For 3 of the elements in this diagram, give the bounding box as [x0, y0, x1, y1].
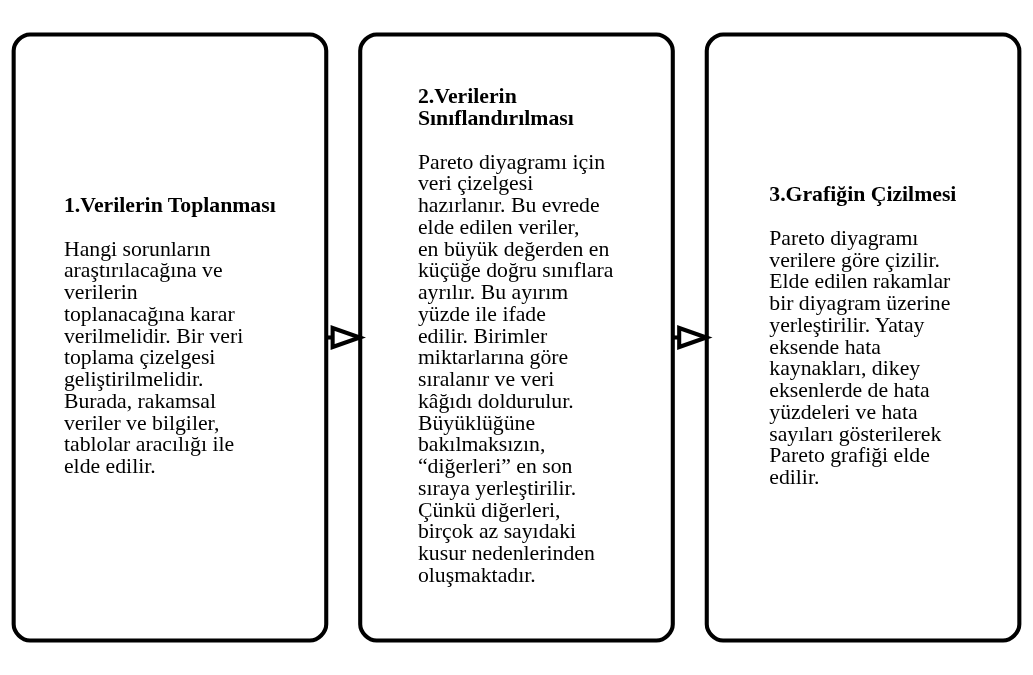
- node-box: 2.Verilerin Sınıflandırılması Pareto diyagramı için veri çizelgesi hazırlanır. Bu evrede elde edilen veriler, en büyük değerden en küçüğe doğru sınıflara ayrılır. Bu ayırım yüzde ile ifade edilir. Birimler miktarlarına göre sıralanır ve veri kâğıdı doldurulur. Büyüklüğüne bakılmaksızın, “diğerleri” en son sıraya yerleştirilir. Çünkü diğerleri, birçok az sayıdaki kusur nedenlerinden oluşmaktadır.: [358, 32, 675, 643]
- node-box: 1.Verilerin Toplanması Hangi sorunların araştırılacağına ve verilerin toplanacağına karar verilmelidir. Bir veri toplama çizelgesi geliştirilmelidir. Burada, rakamsal veriler ve bilgiler, tablolar aracılığı ile elde edilir.: [11, 32, 329, 643]
- node-box: 3.Grafiğin Çizilmesi Pareto diyagramı verilere göre çizilir. Elde edilen rakamlar bir diyagram üzerine yerleştirilir. Yatay eksende hata kaynakları, dikey eksenlerde de hata yüzdeleri ve hata sayıları gösterilerek Pareto grafiği elde edilir.: [704, 32, 1022, 643]
